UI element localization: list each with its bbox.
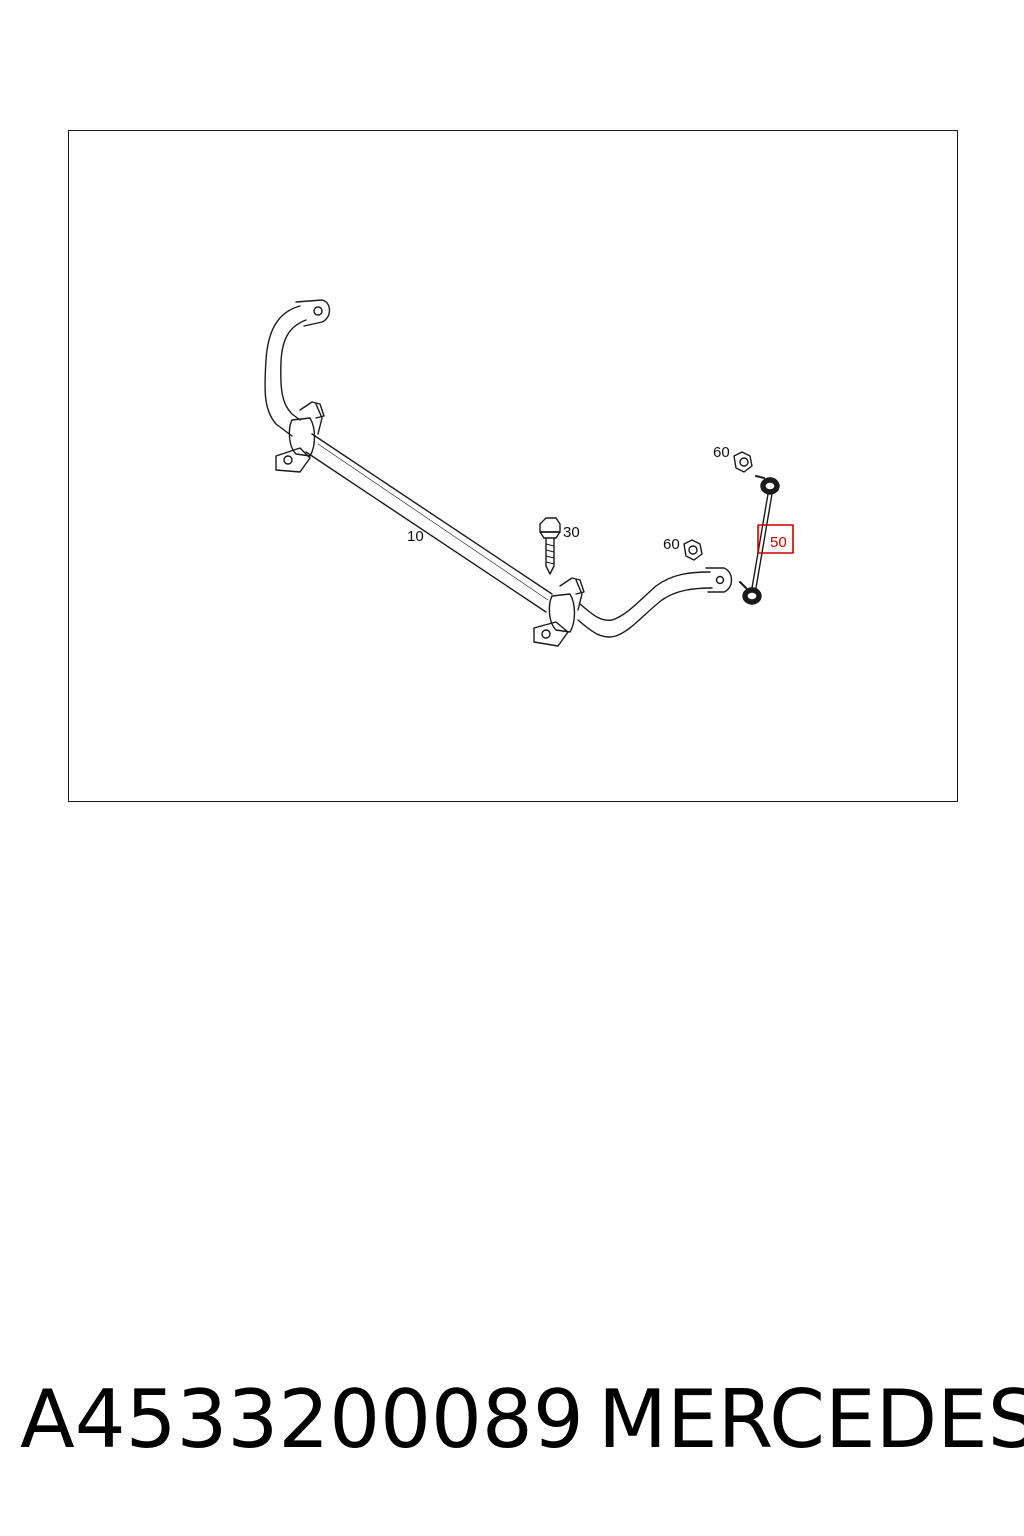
caption: A4533200089 MERCEDES [20, 1370, 1024, 1470]
callout-stabilizer-bar: 10 [407, 528, 424, 545]
callout-nut-upper: 60 [713, 444, 730, 461]
nut-lower [683, 539, 703, 561]
callout-link: 50 [770, 534, 787, 551]
part-number: A4533200089 [20, 1373, 584, 1466]
callout-highlight-box [757, 524, 794, 554]
stabilizer-bar [264, 299, 733, 638]
brand-name: MERCEDES [598, 1373, 1024, 1466]
callout-bolt: 30 [563, 524, 580, 541]
right-bushing-bracket [533, 577, 585, 647]
left-bushing-bracket [275, 401, 325, 473]
stabilizer-link [739, 475, 780, 605]
bolt [539, 517, 561, 575]
parts-diagram: 10 30 60 60 50 [264, 299, 794, 647]
callout-nut-lower: 60 [663, 536, 680, 553]
nut-upper [733, 451, 753, 473]
diagram-frame [68, 130, 958, 802]
